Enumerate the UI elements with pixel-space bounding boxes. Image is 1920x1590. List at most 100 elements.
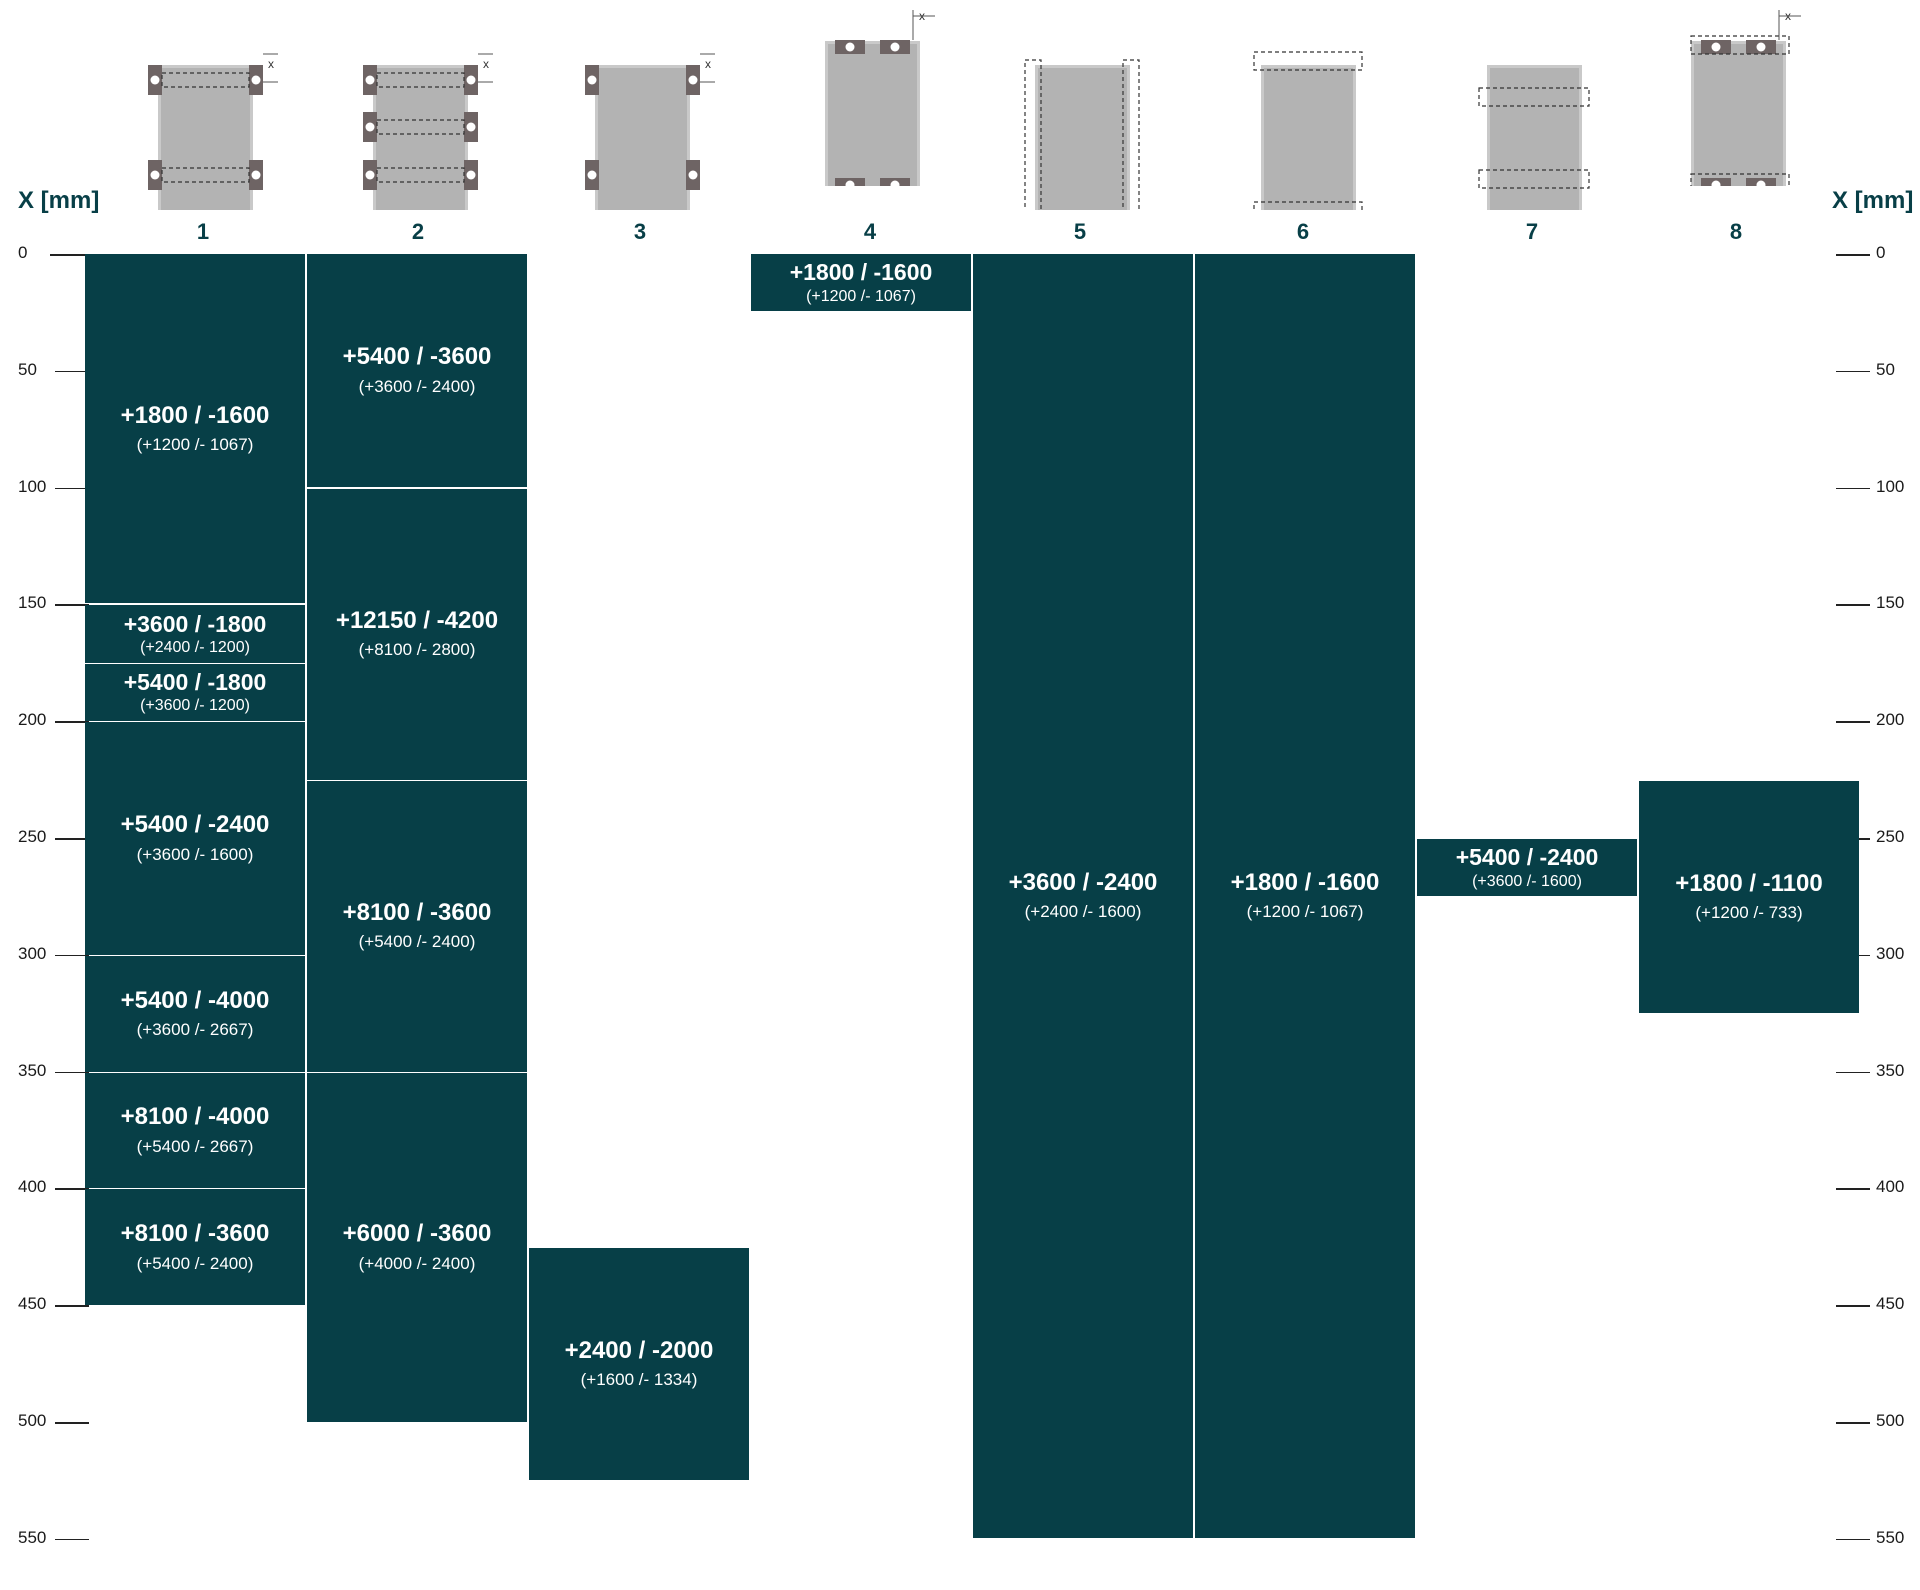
tolerance-block: +5400 / -2400(+3600 /- 1600)	[1417, 839, 1637, 897]
tolerance-value: +5400 / -1800	[123, 669, 267, 696]
rail-outline-shape	[1478, 87, 1590, 107]
panel-shape	[1694, 44, 1783, 186]
left-axis-title: X [mm]	[18, 187, 100, 214]
rail-outline-shape	[1690, 173, 1790, 186]
left-tick-mark	[55, 838, 89, 840]
right-tick-label: 450	[1876, 1294, 1905, 1314]
right-tick-mark	[1836, 1538, 1870, 1541]
bolt-hole-shape	[251, 75, 261, 85]
tolerance-sub-value: (+1200 /- 733)	[1695, 903, 1803, 923]
rail-outline-shape	[1690, 35, 1790, 55]
tolerance-block: +5400 / -4000(+3600 /- 2667)	[85, 955, 305, 1072]
dimension-label: x	[919, 9, 925, 23]
left-tick-label: 300	[18, 943, 47, 963]
left-tick-mark	[55, 604, 89, 606]
tolerance-block: +5400 / -1800(+3600 /- 1200)	[85, 663, 305, 722]
tolerance-value: +1800 / -1600	[789, 259, 933, 286]
tolerance-sub-value: (+4000 /- 2400)	[358, 1253, 476, 1273]
right-tick-mark	[1836, 487, 1870, 490]
column-number-6: 6	[1296, 219, 1310, 244]
bolt-hole-shape	[890, 180, 900, 186]
left-tick-mark	[55, 721, 89, 723]
tolerance-value: +1800 / -1100	[1675, 869, 1823, 897]
left-tick-mark	[55, 487, 89, 490]
rail-outline-shape	[161, 167, 250, 183]
left-tick-mark	[55, 1538, 89, 1541]
left-tick-label: 200	[18, 710, 47, 730]
bolt-hole-shape	[587, 75, 597, 85]
tolerance-block: +1800 / -1600(+1200 /- 1067)	[1195, 254, 1415, 1538]
tolerance-value: +8100 / -3600	[120, 1220, 270, 1248]
bolt-hole-shape	[845, 180, 855, 186]
mounting-config-6-icon	[1253, 51, 1363, 210]
panel-shape	[376, 68, 465, 210]
right-tick-label: 500	[1876, 1411, 1905, 1430]
left-tick-label: 0	[18, 243, 28, 262]
bolt-hole-shape	[150, 75, 160, 85]
tolerance-block: +6000 / -3600 (+4000 /- 2400)	[307, 1072, 527, 1422]
bolt-hole-shape	[365, 75, 375, 85]
left-tick-label: 450	[18, 1294, 47, 1314]
right-tick-label: 0	[1876, 243, 1886, 262]
tolerance-block: +3600 / -1800(+2400 /- 1200)	[85, 605, 305, 663]
bolt-hole-shape	[466, 122, 476, 132]
right-tick-mark	[1836, 604, 1870, 606]
rail-outline-shape	[376, 119, 465, 135]
right-tick-mark	[1836, 370, 1870, 373]
tolerance-sub-value: (+8100 /- 2800)	[358, 640, 476, 660]
right-tick-label: 300	[1876, 943, 1905, 963]
left-tick-label: 400	[18, 1177, 47, 1197]
tolerance-block: +5400 / -2400 (+3600 /- 1600)	[85, 722, 305, 955]
tolerance-sub-value: (+3600 /- 1600)	[136, 844, 254, 864]
left-tick-label: 50	[18, 359, 37, 379]
tolerance-sub-value: (+1200 /- 1067)	[136, 435, 254, 455]
tolerance-value: +5400 / -2400	[120, 811, 270, 839]
bolt-hole-shape	[466, 75, 476, 85]
right-tick-mark	[1836, 1071, 1870, 1074]
rail-outline-shape	[1478, 169, 1590, 189]
right-axis-title: X [mm]	[1832, 187, 1914, 214]
tolerance-block: +1800 / -1100 (+1200 /- 733)	[1639, 780, 1859, 1014]
bolt-hole-shape	[688, 170, 698, 180]
panel-shape	[828, 44, 917, 186]
right-tick-mark	[1836, 254, 1870, 256]
left-tick-mark	[55, 370, 89, 373]
column-number-8: 8	[1729, 219, 1743, 244]
tolerance-sub-value: (+3600 /- 1600)	[1472, 872, 1582, 890]
right-tick-label: 100	[1876, 476, 1905, 496]
tolerance-sub-value: (+1200 /- 1067)	[806, 287, 916, 305]
tolerance-value: +6000 / -3600	[342, 1220, 492, 1248]
tolerance-sub-value: (+2400 /- 1600)	[1024, 902, 1142, 922]
left-tick-mark	[55, 1422, 89, 1424]
tolerance-block: +8100 / -3600(+5400 /- 2400)	[85, 1189, 305, 1306]
dimension-label: x	[268, 57, 274, 71]
bolt-hole-shape	[1711, 180, 1721, 186]
column-number-5: 5	[1073, 219, 1087, 244]
panel-shape	[598, 68, 687, 210]
right-tick-mark	[1836, 1188, 1870, 1190]
tolerance-block: +1800 / -1600(+1200 /- 1067)	[85, 254, 305, 604]
left-tick-label: 550	[18, 1527, 47, 1547]
tolerance-value: +8100 / -3600	[342, 899, 492, 927]
column-number-7: 7	[1525, 219, 1539, 244]
bolt-hole-shape	[1711, 42, 1721, 52]
tolerance-value: +1800 / -1600	[1230, 868, 1380, 896]
left-tick-label: 500	[18, 1411, 47, 1430]
right-tick-mark	[1836, 1422, 1870, 1424]
rail-outline-shape	[376, 167, 465, 183]
mounting-config-7-icon	[1478, 65, 1590, 210]
right-tick-label: 400	[1876, 1177, 1905, 1197]
column-number-2: 2	[411, 219, 425, 244]
left-tick-mark	[55, 1188, 89, 1190]
tolerance-value: +8100 / -4000	[120, 1103, 270, 1131]
left-tick-label: 150	[18, 593, 47, 613]
tolerance-sub-value: (+2400 /- 1200)	[140, 638, 250, 656]
bolt-hole-shape	[150, 170, 160, 180]
left-tick-mark	[55, 1305, 89, 1307]
panel-shape	[161, 68, 250, 210]
tolerance-value: +2400 / -2000	[564, 1337, 714, 1365]
bolt-hole-shape	[587, 170, 597, 180]
bolt-hole-shape	[251, 170, 261, 180]
panel-shape	[1264, 68, 1353, 210]
